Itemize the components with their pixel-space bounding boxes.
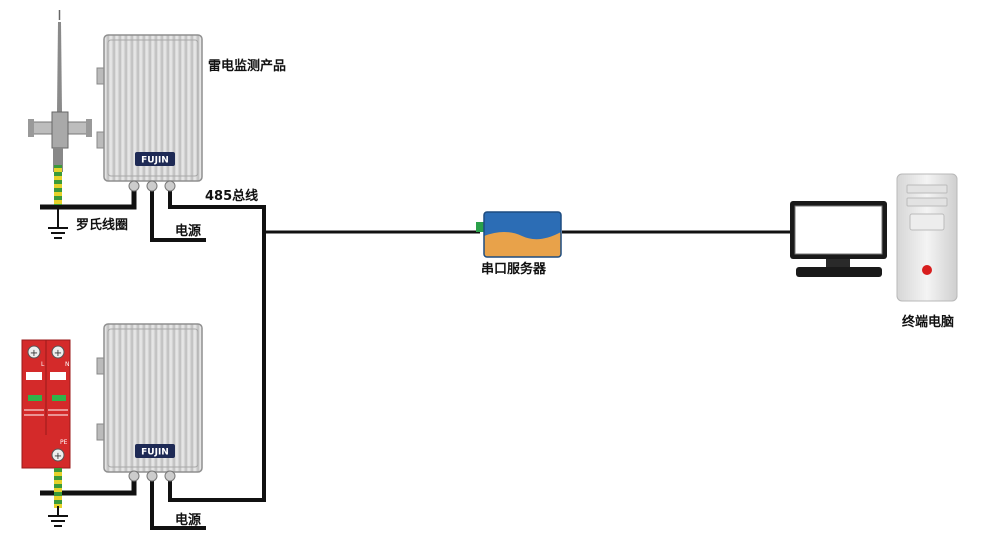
power-wire-bottom (150, 475, 206, 530)
rogowski-wire-top (40, 185, 137, 210)
label-power-top: 电源 (175, 224, 202, 239)
device-logo-bottom: FUJIN (141, 448, 169, 458)
spd-label-n: N (65, 361, 70, 368)
bus-wire-top (168, 185, 266, 232)
power-wire-top (150, 185, 206, 242)
label-power-bottom: 电源 (175, 513, 202, 528)
pc-tower-icon (896, 173, 958, 302)
svg-text:+: + (54, 348, 62, 359)
spd-label-pe: PE (60, 439, 68, 446)
label-product: 雷电监测产品 (208, 59, 287, 74)
serial-server (476, 211, 562, 258)
spd-label-l: L (41, 361, 45, 368)
device-logo-top: FUJIN (141, 156, 169, 166)
label-terminal-pc: 终端电脑 (902, 315, 955, 330)
label-485-bus: 485总线 (205, 189, 259, 204)
ground-icon (48, 205, 68, 239)
bus-wire-bottom (168, 232, 266, 502)
svg-text:+: + (30, 348, 38, 359)
svg-text:+: + (54, 451, 62, 462)
monitor-icon (790, 201, 887, 277)
label-serial-server: 串口服务器 (481, 262, 547, 277)
label-rogowski-coil: 罗氏线圈 (76, 218, 129, 233)
monitor-device-bottom: FUJIN (96, 323, 203, 482)
surge-protector: + + L N PE + (21, 339, 71, 508)
wiring (40, 185, 792, 530)
ground-icon (48, 506, 68, 527)
lightning-rod-icon (28, 10, 92, 205)
monitor-device-top: FUJIN (96, 34, 203, 192)
